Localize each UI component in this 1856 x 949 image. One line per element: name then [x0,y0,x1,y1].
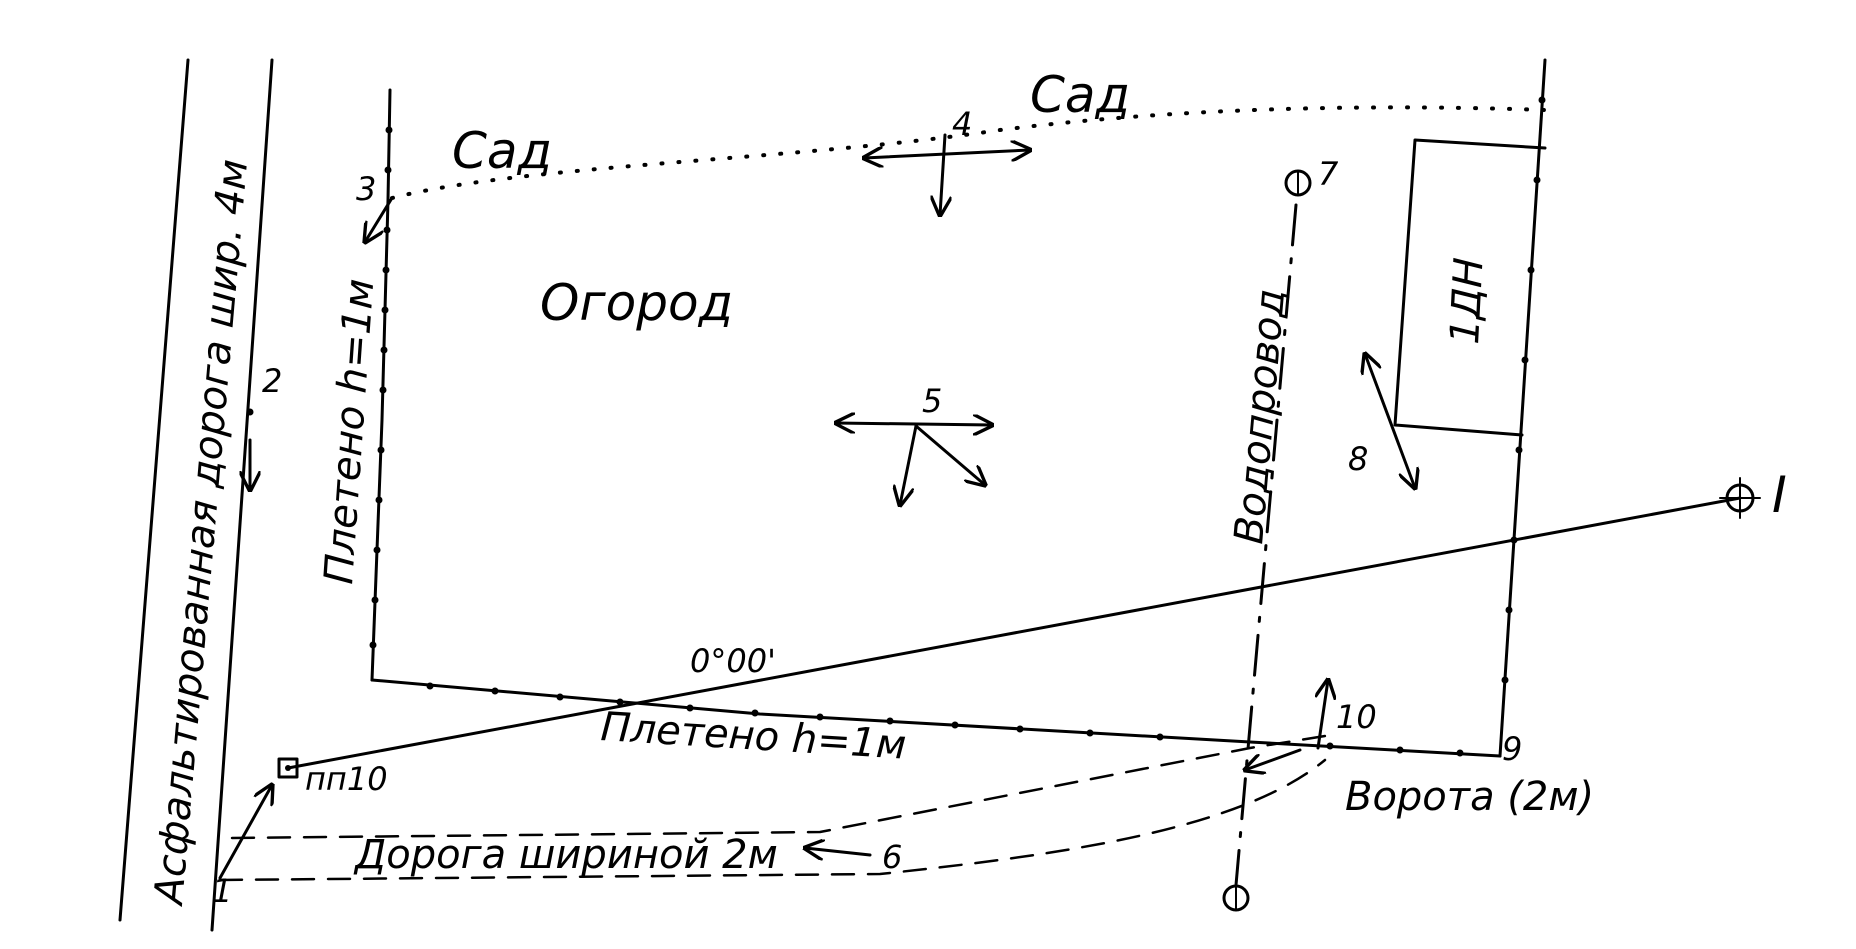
garden-label-right: Сад [1030,66,1130,124]
arrow-4-down [940,133,945,215]
fence-posts [246,96,1546,757]
arrow-5-down [900,424,918,505]
point-9-label: 9 [1502,730,1522,768]
target-label: I [1772,466,1787,524]
point-4-label: 4 [952,105,972,143]
arrow-10-gate [1245,748,1302,770]
lane-lower-edge [218,758,1327,882]
house-label: 1ДН [1442,256,1492,345]
point-8-label: 8 [1348,440,1368,478]
point-5-label: 5 [922,382,942,420]
survey-line [286,496,1742,770]
lane-label: Дорога шириной 2м [353,832,778,878]
station-marker-dot [285,765,291,771]
fence-left-label: Плетено h=1м [316,277,383,585]
point-3-label: 3 [356,170,376,208]
point-7-label: 7 [1318,155,1339,193]
station-label: пп10 [305,760,388,798]
arrow-10-up [1318,680,1328,750]
garden-label-left: Сад [452,122,552,180]
arrow-5-diagonal [914,424,985,485]
house-outline [1393,138,1547,437]
lane-upper-edge [230,734,1327,840]
road-edge-right [210,58,274,932]
point-10-label: 10 [1336,698,1377,736]
point-2-label: 2 [262,362,282,400]
garden-boundary [390,105,1547,200]
fence-bottom-line [370,678,1502,758]
road-edge-left [118,58,190,922]
arrow-5-horizontal [836,423,992,425]
point-1-label: 1 [212,872,232,910]
arrow-1 [218,785,272,880]
fence-right-line [1498,58,1547,758]
target-marker [1719,477,1761,519]
arrow-3 [365,196,394,242]
water-pipe-label: Водопровод [1226,287,1294,546]
vegetable-garden-label: Огород [540,274,733,332]
water-pipe-line [1234,203,1298,887]
fence-bottom-label: Плетено h=1м [599,704,907,769]
arrow-4-horizontal [864,150,1030,158]
bearing-label: 0°00' [690,642,776,680]
point-6-label: 6 [882,838,902,876]
gate-label: Ворота (2м) [1345,774,1594,820]
arrow-6 [805,848,872,855]
station-marker [277,757,299,779]
arrow-8 [1365,354,1415,488]
